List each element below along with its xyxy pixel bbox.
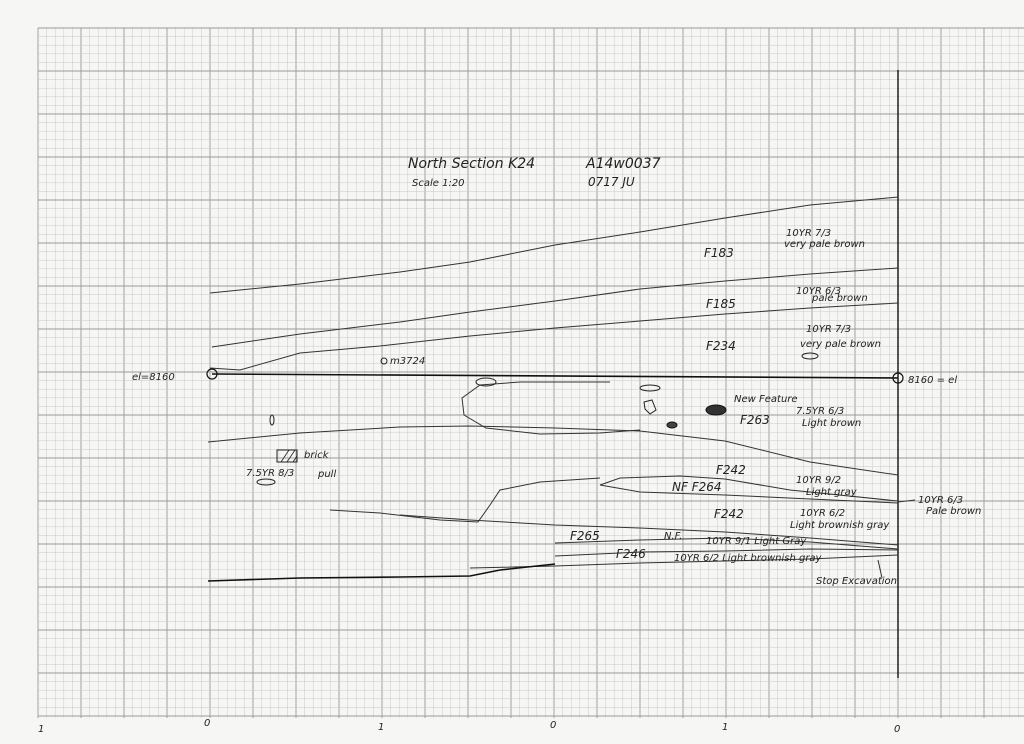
label-f242-lower: F242 xyxy=(714,507,744,521)
layer-line-light-brown-base xyxy=(207,425,899,476)
layer-line-f183-top xyxy=(209,196,899,294)
tick-mark: 1 xyxy=(378,722,384,733)
drawing-heading: North Section K24 A14w0037 Scale 1:20 07… xyxy=(408,156,661,189)
munsell-code: 10YR 6/3 xyxy=(918,495,963,506)
tick-mark: 0 xyxy=(204,718,210,729)
inclusion-oval xyxy=(801,352,819,360)
label-f264: NF F264 xyxy=(672,480,722,494)
inclusion-oval xyxy=(475,377,497,387)
tick-mark: 1 xyxy=(722,722,728,733)
munsell-note: 10YR 6/2 Light brownish gray xyxy=(674,553,823,564)
munsell-desc: pale brown xyxy=(811,293,868,304)
label-pull: pull xyxy=(317,469,336,480)
label-f246: F246 xyxy=(616,547,646,561)
munsell-code: 10YR 9/2 xyxy=(796,475,841,486)
layer-line-f265-top xyxy=(554,537,899,550)
datum-line xyxy=(211,373,899,379)
section-code: A14w0037 xyxy=(585,156,661,172)
munsell-code: 10YR 6/2 xyxy=(800,508,845,519)
label-f183: F183 xyxy=(704,246,734,260)
stratigraphy-lines xyxy=(207,196,916,582)
layer-line-f185-top xyxy=(211,267,899,348)
label-f234: F234 xyxy=(706,339,736,353)
label-new-feature: New Feature xyxy=(734,394,798,405)
inclusion-oval xyxy=(256,478,276,486)
pale-brown-leader xyxy=(897,499,916,503)
label-f263: F263 xyxy=(740,413,770,427)
datum-marker-left xyxy=(206,368,218,380)
layer-line-pale-brown xyxy=(329,477,601,523)
munsell-desc: Light brown xyxy=(802,418,861,429)
inclusions xyxy=(256,352,819,486)
munsell-code: 10YR 6/3 xyxy=(796,286,841,297)
inclusion-oval xyxy=(639,384,661,392)
section-scale: Scale 1:20 xyxy=(412,178,465,189)
layer-line-f246-top xyxy=(554,548,899,557)
label-nf: N.F. xyxy=(664,531,682,542)
label-brick: brick xyxy=(304,450,330,461)
bottom-ticks: 1 0 1 0 1 0 xyxy=(38,718,900,735)
datum-marker-right xyxy=(892,372,904,384)
inclusion-dark xyxy=(705,404,727,416)
munsell-code: 7.5YR 6/3 xyxy=(796,406,844,417)
layer-line-f234-top xyxy=(209,302,899,371)
brick-hatching xyxy=(280,449,298,463)
inclusion-oval xyxy=(269,414,275,426)
layer-line-light-brownish-gray xyxy=(399,514,899,546)
munsell-desc: Pale brown xyxy=(926,506,981,517)
m3724-marker xyxy=(380,357,388,365)
stop-excavation-label: Stop Excavation xyxy=(816,576,897,587)
munsell-desc: Light gray xyxy=(806,487,858,498)
layer-line-excavation-floor xyxy=(207,563,556,582)
munsell-desc: very pale brown xyxy=(784,239,865,250)
munsell-code: 10YR 7/3 xyxy=(786,228,831,239)
label-m3724: m3724 xyxy=(390,356,425,367)
label-f265: F265 xyxy=(570,529,600,543)
tick-mark: 0 xyxy=(550,720,556,731)
label-brick-color: 7.5YR 8/3 xyxy=(246,468,294,479)
label-f242-upper: F242 xyxy=(716,463,746,477)
stop-excavation-leader xyxy=(877,559,883,579)
munsell-note: 10YR 9/1 Light Gray xyxy=(706,536,807,547)
munsell-notes: 10YR 7/3 very pale brown 10YR 6/3 pale b… xyxy=(674,228,981,587)
section-title: North Section K24 xyxy=(408,156,535,172)
f264-outline xyxy=(599,475,899,504)
datum-markers: el=8160 8160 = el xyxy=(132,368,957,386)
section-date: 0717 JU xyxy=(588,175,635,189)
feature-labels: F183 F185 F234 m3724 New Feature F263 br… xyxy=(246,246,798,561)
graph-paper-grid xyxy=(37,27,1024,718)
datum-label-right: 8160 = el xyxy=(908,375,957,386)
label-f185: F185 xyxy=(706,297,736,311)
inclusion-dark xyxy=(666,421,678,429)
munsell-desc: very pale brown xyxy=(800,339,881,350)
inclusion-rock xyxy=(643,399,657,415)
munsell-code: 10YR 7/3 xyxy=(806,324,851,335)
new-feature-outline xyxy=(461,381,641,435)
tick-mark: 0 xyxy=(894,724,900,735)
datum-label-left: el=8160 xyxy=(132,372,175,383)
tick-mark: 1 xyxy=(38,724,44,735)
munsell-desc: Light brownish gray xyxy=(790,520,890,531)
